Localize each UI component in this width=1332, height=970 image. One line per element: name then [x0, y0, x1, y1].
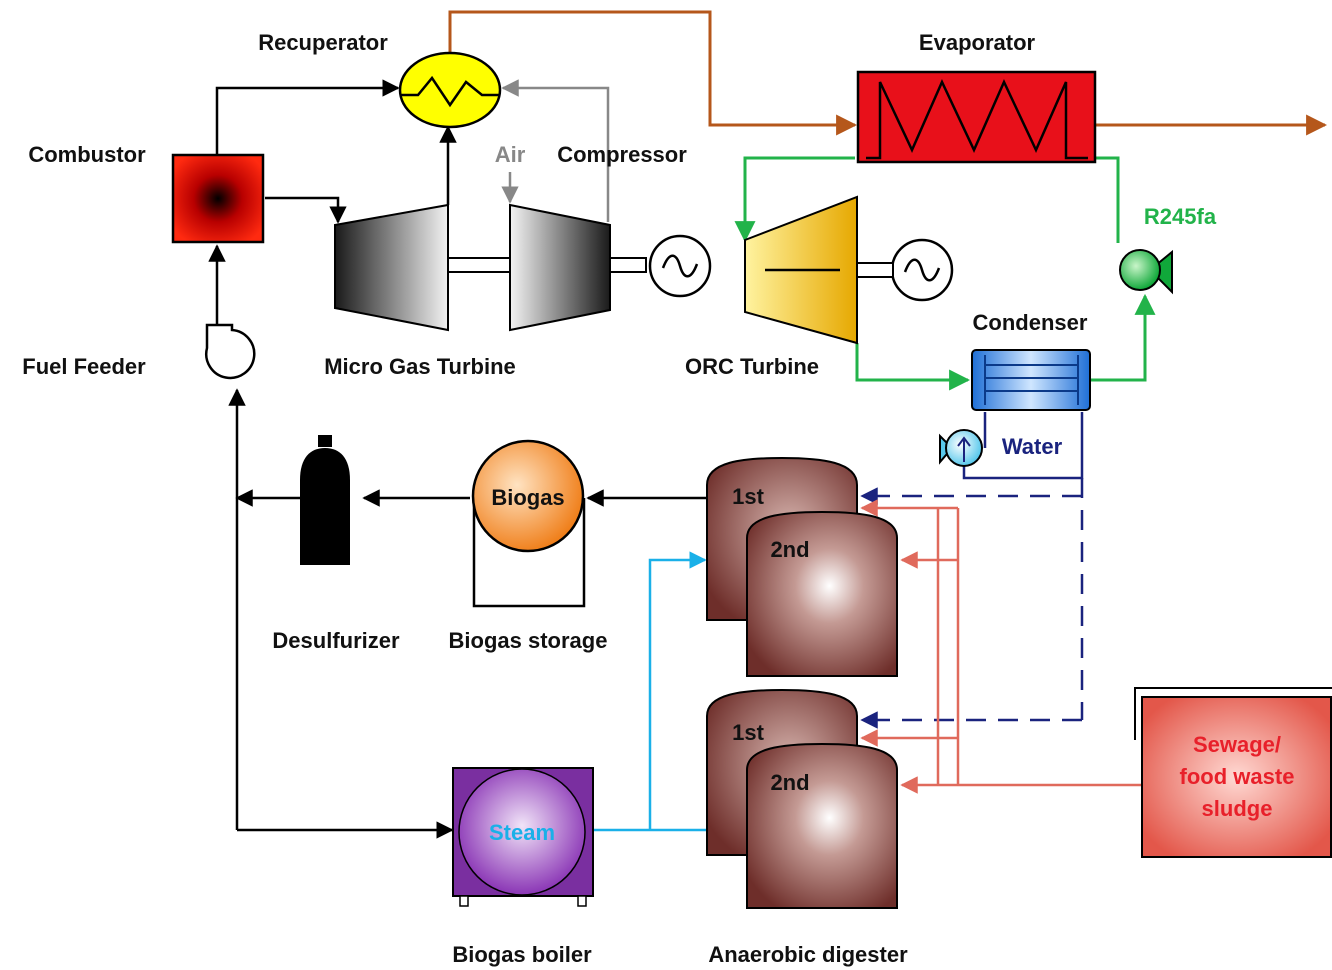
evaporator — [856, 70, 1097, 164]
combustor — [171, 153, 265, 244]
label-feed-line2: food waste — [1180, 764, 1295, 789]
label-evaporator: Evaporator — [919, 30, 1036, 55]
label-condenser: Condenser — [973, 310, 1088, 335]
sludge-source — [1134, 687, 1332, 858]
label-recuperator: Recuperator — [258, 30, 388, 55]
label-stage-second-lower: 2nd — [770, 770, 809, 795]
label-micro-gas-turbine: Micro Gas Turbine — [324, 354, 516, 379]
fuel-feeder — [205, 323, 256, 380]
orc-turbine — [744, 195, 894, 345]
digester-lower — [706, 688, 898, 909]
compressor — [509, 203, 611, 332]
cooling-water-lines — [860, 412, 1084, 729]
label-biogas-boiler: Biogas boiler — [452, 942, 592, 967]
gas-cylinder-icon — [300, 435, 350, 565]
label-desulfurizer: Desulfurizer — [272, 628, 400, 653]
label-compressor: Compressor — [557, 142, 687, 167]
heat-exchanger-icon — [400, 75, 500, 108]
label-steam: Steam — [489, 820, 555, 845]
sludge-feed-lines — [860, 499, 1142, 794]
label-feed-line3: sludge — [1202, 796, 1273, 821]
label-stage-second-upper: 2nd — [770, 537, 809, 562]
label-fuel-feeder: Fuel Feeder — [22, 354, 146, 379]
orc-loop-lines — [734, 156, 1156, 391]
label-air: Air — [495, 142, 526, 167]
label-combustor: Combustor — [28, 142, 146, 167]
biogas-storage — [471, 439, 586, 608]
label-water: Water — [1002, 434, 1063, 459]
label-biogas-storage: Biogas storage — [449, 628, 608, 653]
condenser — [971, 349, 1091, 411]
generator-icon — [648, 234, 712, 298]
label-biogas: Biogas — [491, 485, 564, 510]
label-stage-first-lower: 1st — [732, 720, 764, 745]
label-refrigerant: R245fa — [1144, 204, 1217, 229]
micro-gas-turbine — [334, 203, 647, 332]
biogas-boiler — [452, 767, 594, 907]
label-orc-turbine: ORC Turbine — [685, 354, 819, 379]
generator-icon — [890, 238, 954, 302]
air-lines — [501, 79, 610, 222]
pump-icon — [1119, 249, 1173, 295]
pump-icon — [939, 429, 983, 467]
digester-upper — [706, 456, 898, 677]
label-stage-first-upper: 1st — [732, 484, 764, 509]
recuperator — [398, 51, 502, 129]
exhaust-lines — [448, 10, 1328, 136]
gas-turbine-lines — [208, 79, 707, 839]
label-anaerobic-digester: Anaerobic digester — [708, 942, 908, 967]
label-feed-line1: Sewage/ — [1193, 732, 1281, 757]
